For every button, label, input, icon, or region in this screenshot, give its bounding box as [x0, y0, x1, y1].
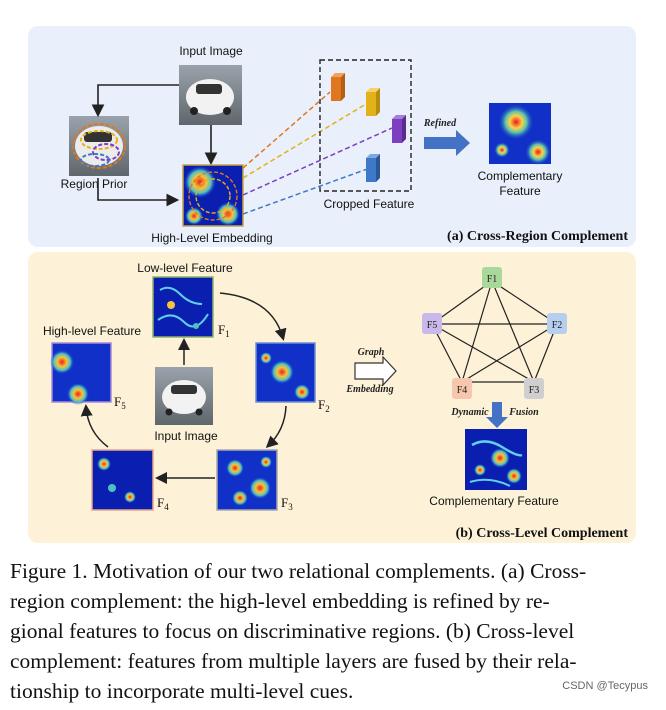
fusion-label: Fusion: [508, 407, 539, 418]
complementary-feature-label-a2: Feature: [499, 184, 541, 198]
low-level-feature-label: Low-level Feature: [137, 261, 233, 275]
cropped-block-orange: [331, 73, 345, 101]
cropped-block-purple: [392, 115, 406, 143]
region-prior-label: Region Prior: [61, 177, 128, 191]
input-image-a: [179, 65, 242, 125]
feature-map-f3: [216, 449, 278, 511]
feature-map-f5: [50, 342, 112, 405]
refined-label: Refined: [423, 118, 457, 129]
f1-label: F1: [218, 322, 230, 339]
graph-node-f3: F3: [524, 378, 544, 399]
figure-caption: Figure 1. Motivation of our two relation…: [10, 556, 650, 706]
panel-a: Input Image Region Prior: [28, 26, 636, 247]
complementary-feature-heatmap-a: [489, 103, 551, 165]
panel-b-title: (b) Cross-Level Complement: [456, 526, 629, 541]
embedding-label: Embedding: [345, 384, 393, 395]
svg-text:F3: F3: [529, 385, 540, 396]
cropped-feature-box: [319, 59, 412, 192]
graph-label: Graph: [358, 347, 385, 358]
dynamic-label: Dynamic: [450, 407, 489, 418]
feature-map-f2: [255, 342, 316, 403]
high-level-embedding-heatmap: [182, 164, 244, 227]
graph-embedding-arrow: [354, 355, 397, 387]
complementary-feature-heatmap-b: [465, 429, 527, 490]
input-image-label-a: Input Image: [179, 44, 243, 58]
svg-text:F2: F2: [552, 320, 563, 331]
projection-lines: [242, 91, 393, 215]
dynamic-fusion-arrow: [486, 402, 508, 428]
panel-a-flow-arrows: [91, 84, 218, 207]
svg-text:F5: F5: [427, 320, 438, 331]
feature-map-f1: [152, 276, 214, 338]
f2-label: F2: [318, 397, 330, 414]
cropped-feature-blocks: [331, 73, 406, 182]
cropped-feature-label: Cropped Feature: [324, 197, 415, 211]
complementary-feature-label-b: Complementary Feature: [429, 494, 559, 508]
complementary-feature-label-a1: Complementary: [478, 169, 563, 183]
caption-line: Figure 1. Motivation of our two relation…: [10, 559, 587, 583]
panel-a-title: (a) Cross-Region Complement: [447, 229, 628, 244]
graph-node-f5: F5: [422, 313, 442, 334]
feature-map-f4: [91, 449, 154, 511]
high-level-feature-label: High-level Feature: [43, 324, 141, 338]
input-image-b: [155, 367, 213, 425]
caption-line: complement: features from multiple layer…: [10, 649, 577, 673]
panel-b: Low-level Feature F1 F2 F3: [28, 252, 636, 543]
svg-text:F4: F4: [457, 385, 468, 396]
svg-text:F1: F1: [487, 274, 498, 285]
cropped-block-yellow: [366, 88, 380, 116]
watermark: CSDN @Tecypus: [562, 680, 648, 692]
caption-line: region complement: the high-level embedd…: [10, 589, 550, 613]
caption-line: tionship to incorporate multi-level cues…: [10, 679, 354, 703]
graph-node-f4: F4: [452, 378, 472, 399]
graph-node-f1: F1: [482, 267, 502, 288]
high-level-embedding-label: High-Level Embedding: [151, 231, 272, 245]
cropped-block-blue: [366, 154, 380, 182]
graph-edges: [431, 280, 558, 383]
region-prior-image: [69, 116, 129, 176]
cycle-arrows: [80, 292, 287, 484]
f3-label: F3: [281, 495, 293, 512]
refined-arrow: [424, 130, 470, 156]
graph-node-f2: F2: [547, 313, 567, 334]
f5-label: F5: [114, 394, 126, 411]
f4-label: F4: [157, 495, 169, 512]
caption-line: gional features to focus on discriminati…: [10, 619, 575, 643]
input-image-label-b: Input Image: [154, 429, 218, 443]
